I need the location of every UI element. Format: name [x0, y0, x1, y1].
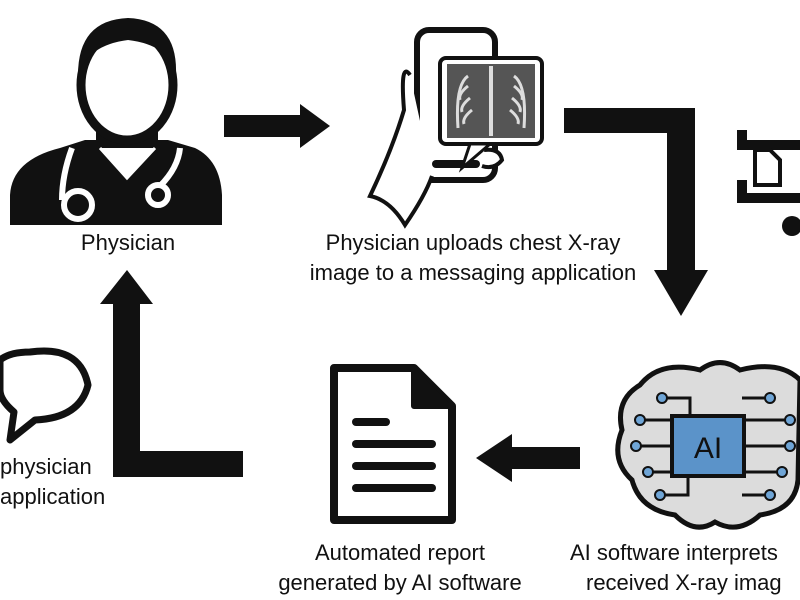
upload-caption: Physician uploads chest X-ray image to a… — [278, 228, 668, 288]
ai-caption-line1: AI software interprets — [570, 540, 778, 565]
chat-bubble-icon — [0, 347, 92, 444]
physician-label: Physician — [80, 230, 176, 255]
reply-caption: physician application — [0, 452, 120, 512]
physician-icon — [10, 18, 222, 225]
upload-caption-line1: Physician uploads chest X-ray — [325, 230, 621, 255]
document-icon — [330, 364, 456, 524]
report-caption-line2: generated by AI software — [278, 570, 522, 595]
arrow-to-physician — [100, 270, 243, 477]
ai-brain-icon — [615, 360, 800, 530]
phone-xray-icon — [367, 27, 544, 229]
arrow-to-ai — [564, 108, 708, 316]
file-transfer-icon — [737, 130, 800, 236]
ai-chip-label: AI — [694, 432, 722, 465]
arrow-to-phone — [224, 104, 330, 148]
ai-caption: AI software interprets received X-ray im… — [570, 538, 800, 598]
reply-caption-line1: physician — [0, 454, 92, 479]
arrow-to-report — [476, 434, 580, 482]
report-caption: Automated report generated by AI softwar… — [250, 538, 550, 598]
report-caption-line1: Automated report — [315, 540, 485, 565]
ai-caption-line2: received X-ray imag — [586, 570, 782, 595]
upload-caption-line2: image to a messaging application — [309, 260, 637, 285]
reply-caption-line2: application — [0, 484, 106, 509]
